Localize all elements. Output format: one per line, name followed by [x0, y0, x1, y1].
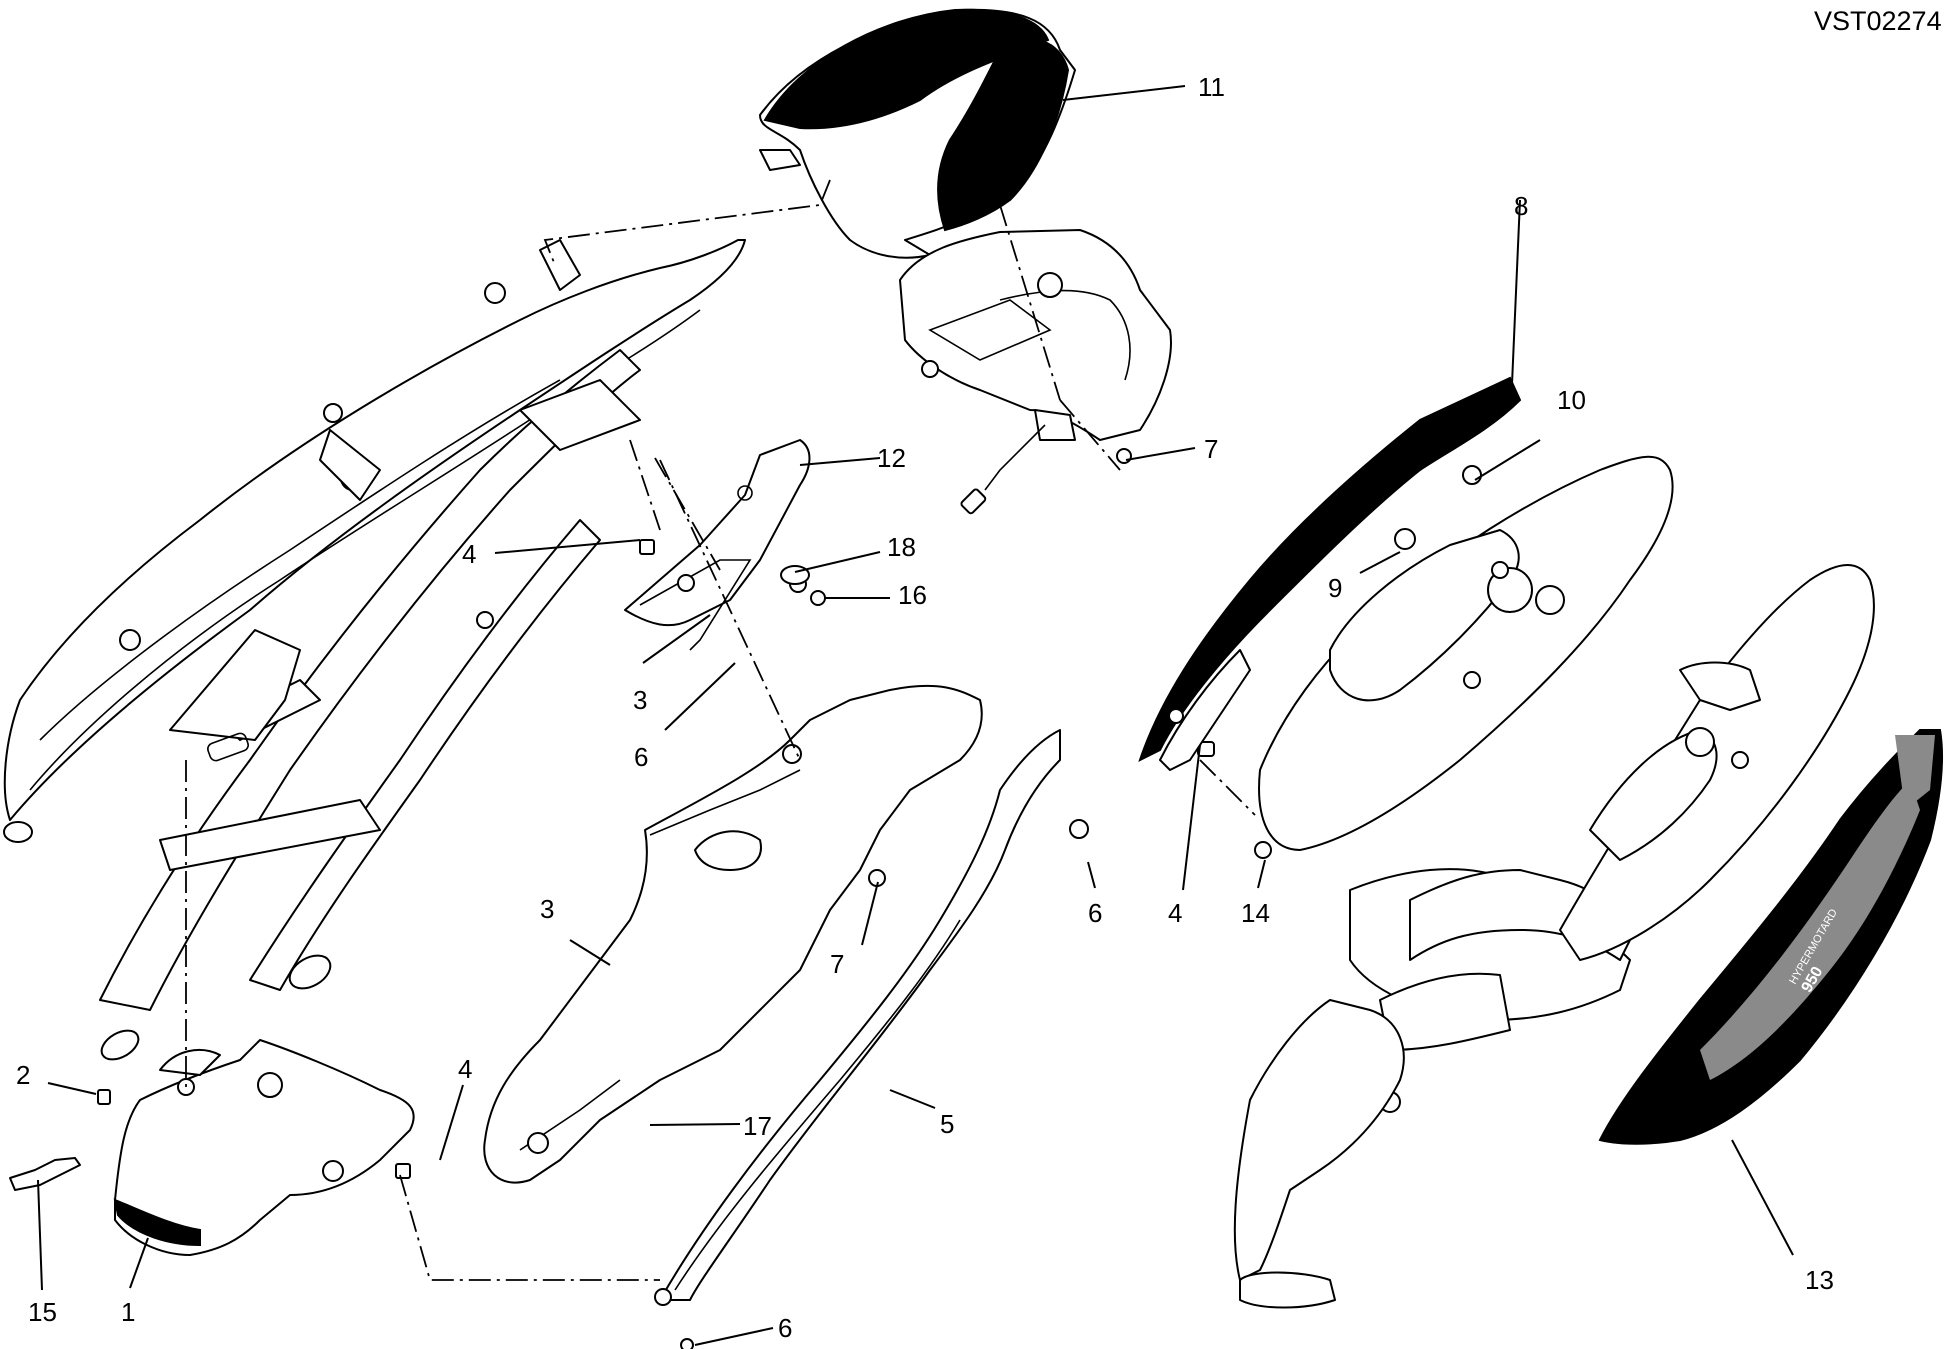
callout-17: 17	[743, 1111, 772, 1141]
callout-9: 9	[1328, 573, 1342, 603]
part-11-upper-cover	[759, 8, 1076, 259]
callout-6: 6	[1088, 898, 1102, 928]
tail-lamp-unit	[899, 229, 1172, 515]
callout-5: 5	[940, 1109, 954, 1139]
drawing-code: VST02274	[1814, 6, 1942, 36]
callout-10: 10	[1557, 385, 1586, 415]
callout-4: 4	[1168, 898, 1182, 928]
callout-6: 6	[634, 742, 648, 772]
callout-13: 13	[1805, 1265, 1834, 1295]
part-5-side-rail	[654, 729, 1061, 1306]
callout-4: 4	[462, 539, 476, 569]
assembly-lines	[185, 179, 1256, 1281]
callout-3: 3	[540, 894, 554, 924]
part-8-trim	[1138, 376, 1522, 771]
callout-6: 6	[778, 1313, 792, 1343]
part-1-lower-shroud	[113, 1039, 415, 1256]
callout-3: 3	[633, 685, 647, 715]
callout-4: 4	[458, 1054, 472, 1084]
callout-2: 2	[16, 1060, 30, 1090]
callout-8: 8	[1514, 191, 1528, 221]
part-3-side-panel	[483, 684, 983, 1184]
callout-18: 18	[887, 532, 916, 562]
callout-16: 16	[898, 580, 927, 610]
exhaust-assembly	[1233, 455, 1875, 1309]
callout-1: 1	[121, 1297, 135, 1327]
callout-11: 11	[1198, 72, 1225, 102]
part-13-silencer-cover: HYPERMOTARD 950	[1598, 729, 1943, 1145]
part-12-bracket	[624, 439, 811, 651]
callout-7: 7	[830, 949, 844, 979]
callout-labels: 11 8 12 7 10 4 18 16 9 3 6 4 14 6 3 7 2 …	[16, 72, 1834, 1343]
fasteners	[9, 448, 1482, 1349]
callout-7: 7	[1204, 434, 1218, 464]
leader-lines	[37, 85, 1794, 1346]
callout-15: 15	[28, 1297, 57, 1327]
callout-12: 12	[877, 443, 906, 473]
callout-14: 14	[1241, 898, 1270, 928]
